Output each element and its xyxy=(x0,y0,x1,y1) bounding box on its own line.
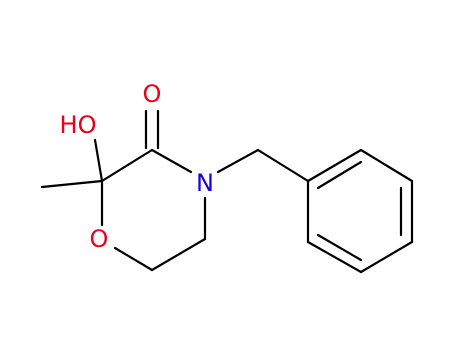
benzene-inner-bond-3 xyxy=(316,233,363,262)
bond-o1-c6 xyxy=(113,246,154,272)
bond-c6-c5 xyxy=(150,237,207,272)
benzene-bond-1 xyxy=(306,148,363,183)
bond-c2-oh xyxy=(93,138,104,183)
bond-c2-c3 xyxy=(100,148,154,183)
bond-ch2-phenyl xyxy=(256,148,310,183)
benzene-bond-2 xyxy=(359,148,414,183)
benzene-inner-bond-1 xyxy=(316,160,363,190)
bond-c2-methyl xyxy=(40,179,104,189)
benzene-bond-5 xyxy=(306,240,363,274)
hydroxyl-label: HO xyxy=(60,111,97,139)
carbonyl-oxygen-label: O xyxy=(143,80,162,108)
benzene-bond-4 xyxy=(359,240,414,274)
ring-oxygen-label: O xyxy=(90,225,109,253)
bond-n-ch2 xyxy=(216,148,260,174)
bond-c3-n xyxy=(150,148,193,174)
nitrogen-label: N xyxy=(196,169,214,197)
